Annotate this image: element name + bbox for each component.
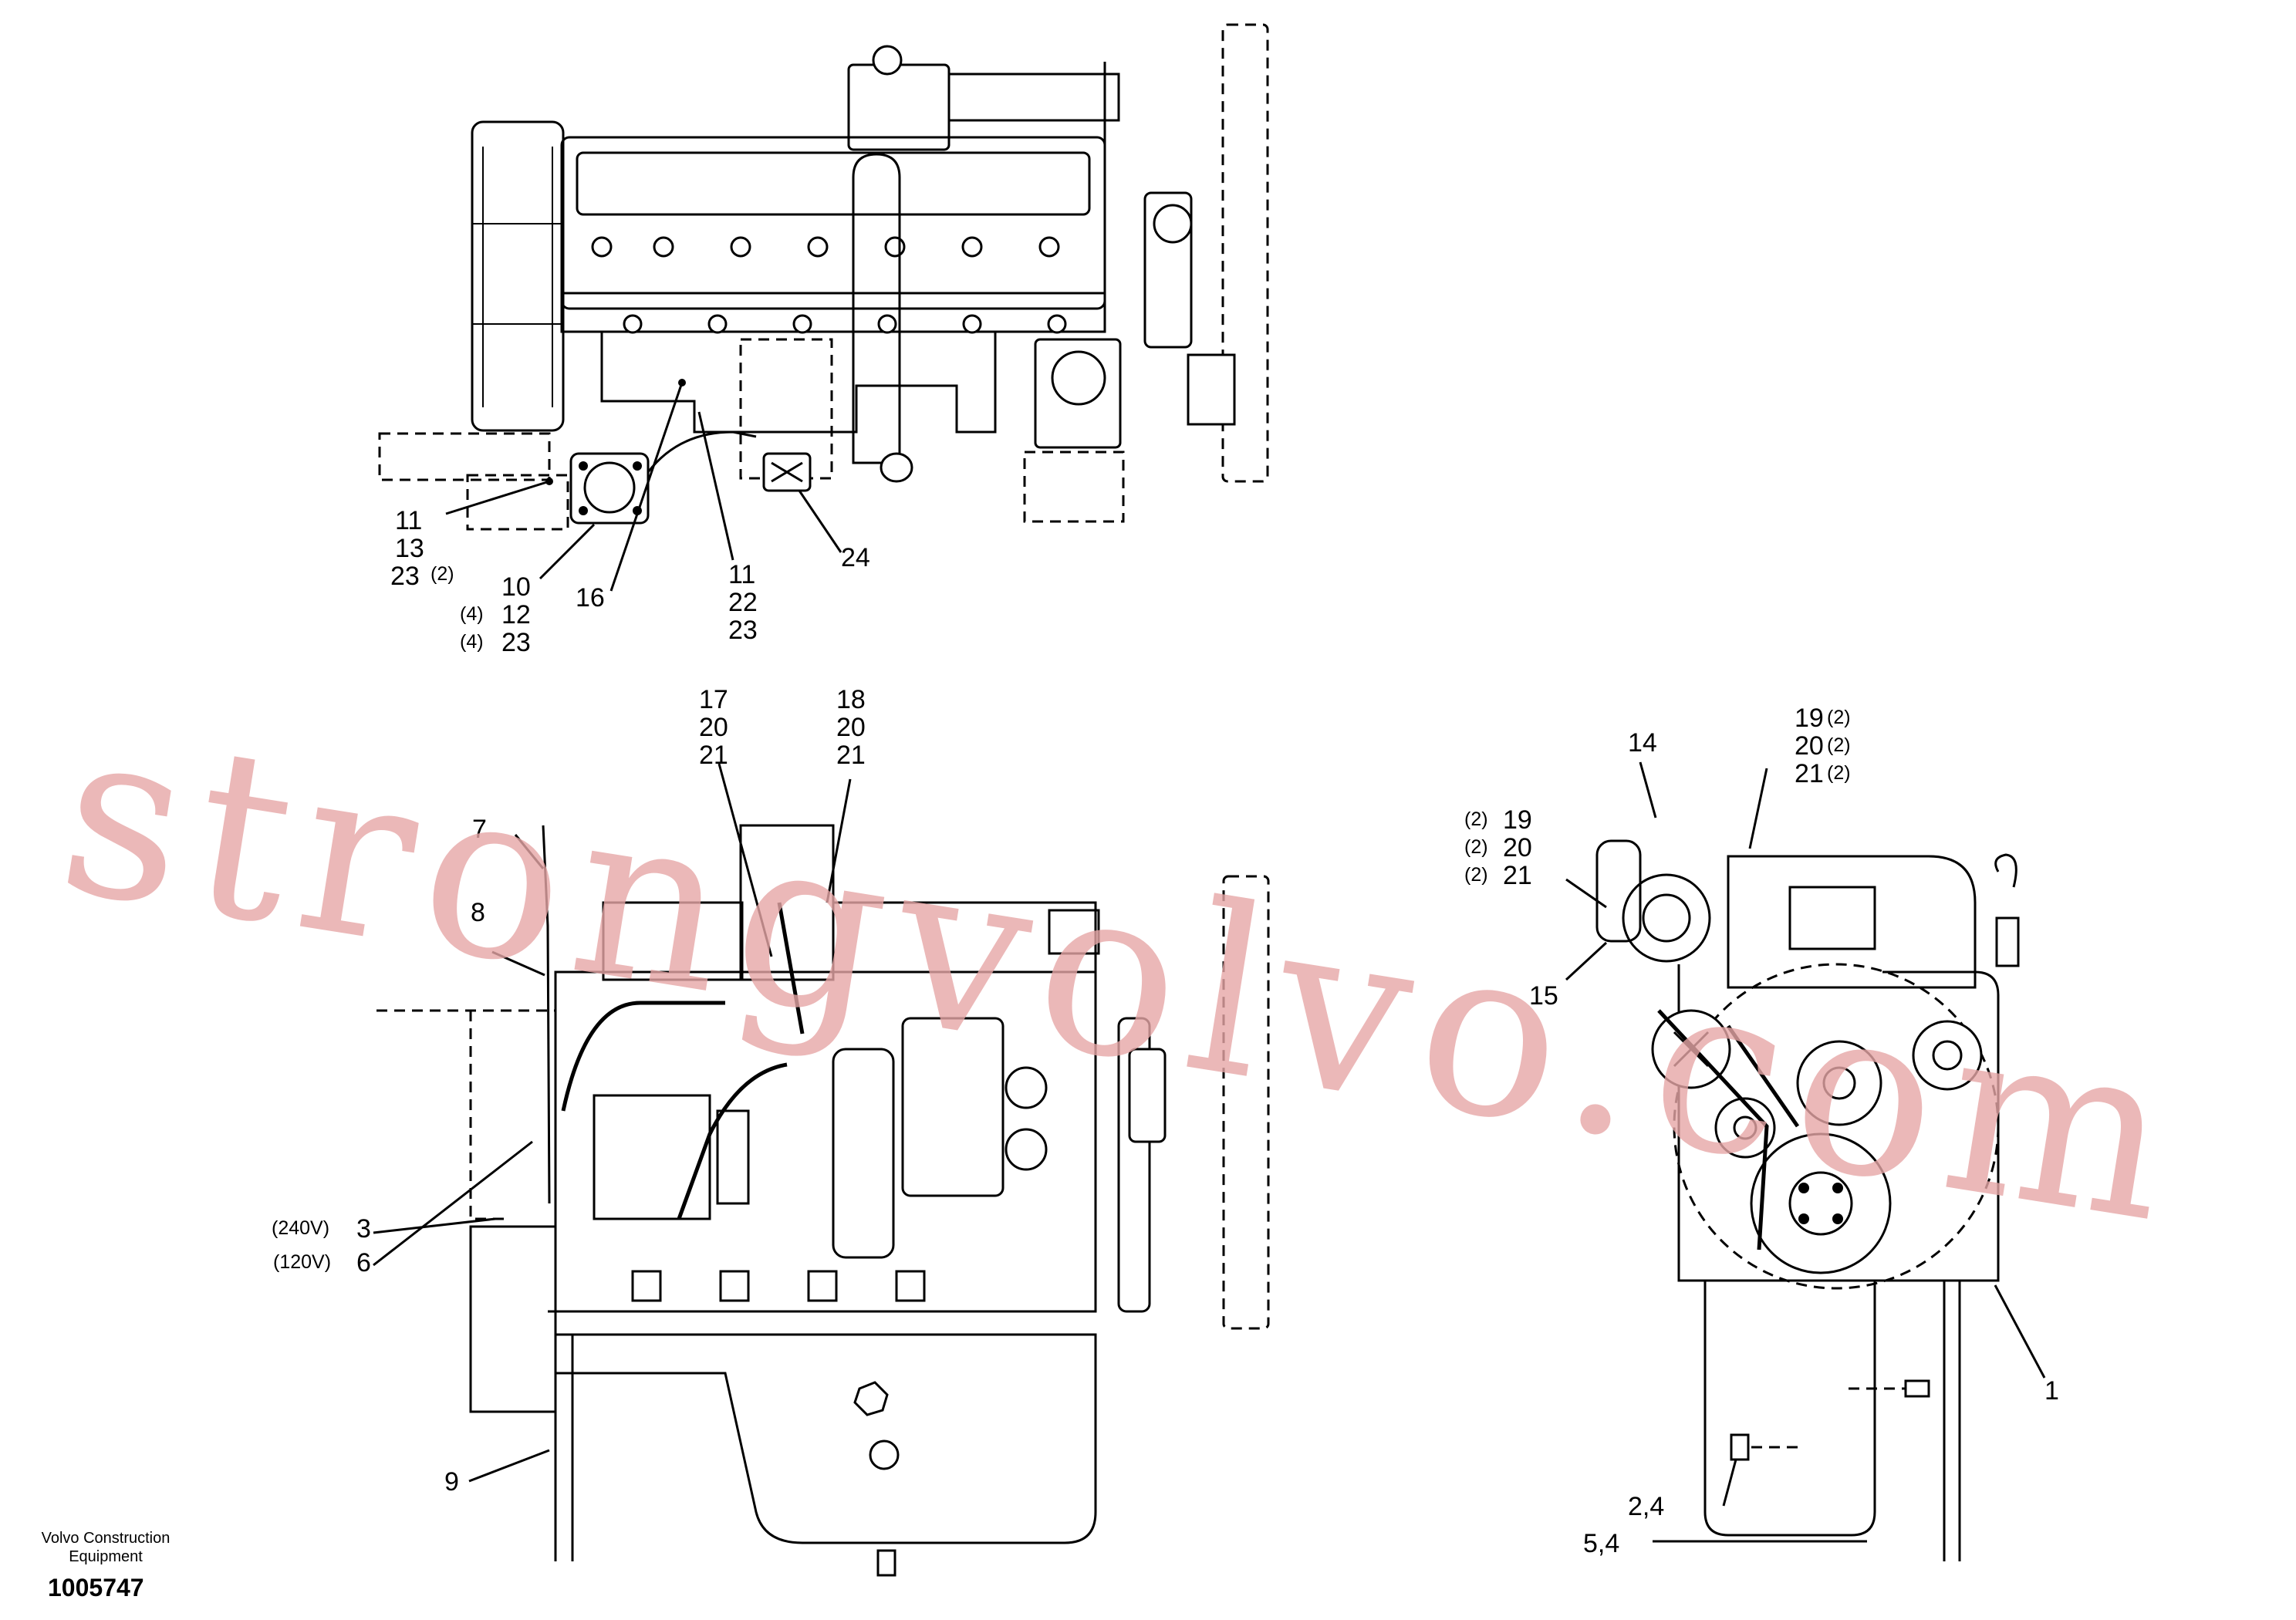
callout-9: 9 bbox=[444, 1467, 459, 1497]
callout-23: 23 bbox=[390, 562, 420, 591]
front-view-drawing bbox=[1565, 761, 2046, 1561]
callout-16: 16 bbox=[576, 583, 605, 613]
front-view-callouts: 14 19 (2) 20 (2) 21 (2) (2) 19 (2) 20 (2… bbox=[1464, 704, 2059, 1558]
top-view-bolts bbox=[591, 236, 1067, 334]
callout-23-quantity: (2) bbox=[430, 563, 454, 585]
callout-20-b-front: 20 bbox=[1503, 833, 1532, 862]
callout-22: 22 bbox=[728, 588, 758, 617]
side-view-leaders bbox=[373, 763, 852, 1483]
front-view-leaders bbox=[1565, 761, 2046, 1543]
callout-15: 15 bbox=[1529, 981, 1558, 1011]
callout-8: 8 bbox=[471, 898, 485, 927]
watermark-text: strongvolvo.com bbox=[46, 675, 2201, 1276]
callout-21-b-quantity: (2) bbox=[1464, 864, 1488, 886]
top-view-leaders bbox=[445, 379, 842, 592]
side-view-drawing bbox=[373, 763, 1270, 1577]
callout-20-front: 20 bbox=[1795, 731, 1824, 761]
callout-1: 1 bbox=[2044, 1376, 2059, 1406]
callout-7: 7 bbox=[472, 815, 487, 844]
callout-20-b-quantity: (2) bbox=[1464, 836, 1488, 858]
callout-19-b: 19 bbox=[1503, 805, 1532, 835]
callout-21-b: 21 bbox=[836, 741, 866, 770]
callout-3-voltage: (240V) bbox=[272, 1217, 329, 1239]
callout-20-quantity: (2) bbox=[1827, 734, 1851, 756]
callout-18: 18 bbox=[836, 685, 866, 714]
callout-17: 17 bbox=[699, 685, 728, 714]
company-name-line1: Volvo Construction bbox=[41, 1530, 171, 1547]
side-view-callouts: 17 20 21 18 20 21 7 8 (240V) 3 (120V) 6 … bbox=[272, 685, 866, 1497]
callout-19-b-quantity: (2) bbox=[1464, 808, 1488, 830]
top-view-callouts: 11 13 23 (2) 10 (4) 12 (4) 23 16 11 22 2… bbox=[390, 506, 870, 657]
callout-6-voltage: (120V) bbox=[273, 1251, 331, 1273]
callout-13: 13 bbox=[395, 534, 424, 563]
callout-10: 10 bbox=[501, 572, 531, 602]
callout-11-b: 11 bbox=[728, 560, 755, 589]
callout-6: 6 bbox=[356, 1248, 371, 1277]
callout-20: 20 bbox=[699, 713, 728, 742]
footer-company: Volvo Construction Equipment bbox=[25, 1529, 187, 1566]
callout-23-quantity-b: (4) bbox=[460, 631, 484, 653]
callout-11: 11 bbox=[395, 506, 422, 535]
callout-19-quantity: (2) bbox=[1827, 707, 1851, 728]
callout-19: 19 bbox=[1795, 704, 1824, 733]
callout-21-b-front: 21 bbox=[1503, 861, 1532, 890]
top-view-drawing bbox=[378, 23, 1269, 592]
callout-5-4: 5,4 bbox=[1583, 1529, 1619, 1558]
callout-2-4: 2,4 bbox=[1628, 1492, 1664, 1521]
callout-21: 21 bbox=[699, 741, 728, 770]
callout-14: 14 bbox=[1628, 728, 1657, 758]
callout-21-front: 21 bbox=[1795, 759, 1824, 788]
callout-3: 3 bbox=[356, 1214, 371, 1244]
callout-24: 24 bbox=[841, 543, 870, 572]
callout-23-c: 23 bbox=[728, 616, 758, 645]
callout-12-quantity: (4) bbox=[460, 603, 484, 625]
callout-21-quantity: (2) bbox=[1827, 762, 1851, 784]
callout-12: 12 bbox=[501, 600, 531, 629]
company-name-line2: Equipment bbox=[69, 1548, 143, 1565]
callout-20-b: 20 bbox=[836, 713, 866, 742]
drawing-number: 1005747 bbox=[48, 1574, 144, 1601]
callout-23-b: 23 bbox=[501, 628, 531, 657]
